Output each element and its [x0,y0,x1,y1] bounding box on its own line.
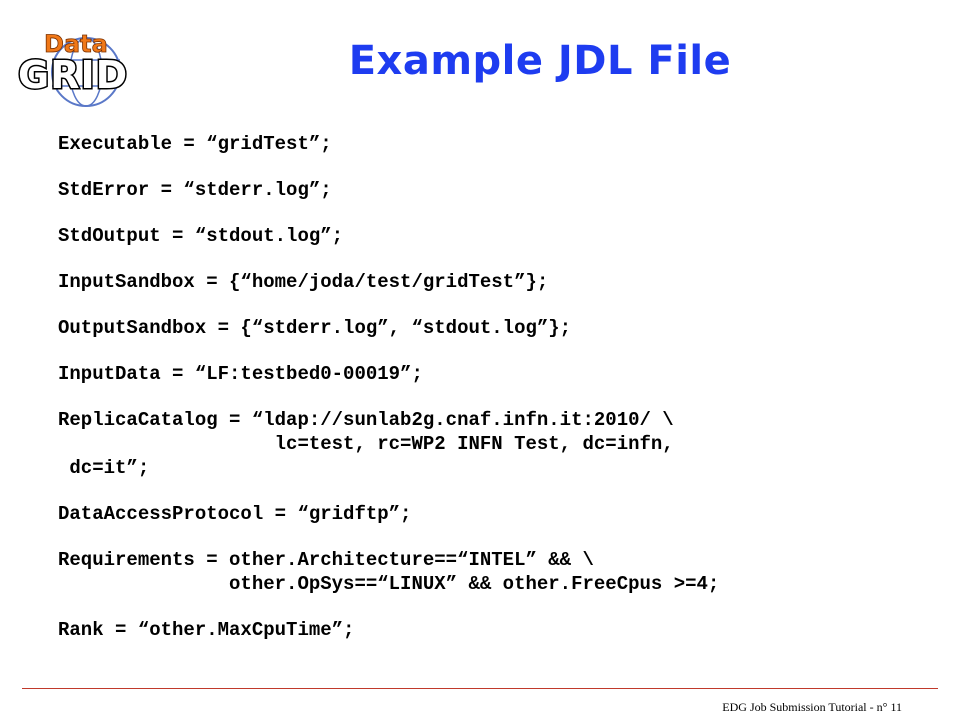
footer-text: EDG Job Submission Tutorial - n° 11 [722,700,902,714]
jdl-line-data-access-protocol: DataAccessProtocol = “gridftp”; [58,503,412,525]
jdl-line-rank: Rank = “other.MaxCpuTime”; [58,619,355,641]
jdl-line-output-sandbox: OutputSandbox = {“stderr.log”, “stdout.l… [58,317,572,339]
logo-text-grid: GRID [18,53,128,97]
jdl-line-stderr: StdError = “stderr.log”; [58,179,332,201]
footer-divider [22,688,938,689]
slide-title: Example JDL File [348,38,732,84]
jdl-line-stdout: StdOutput = “stdout.log”; [58,225,344,247]
datagrid-logo-graphic: Data GRID [17,30,129,107]
jdl-line-requirements-1: Requirements = other.Architecture==“INTE… [58,549,594,571]
datagrid-logo: Data GRID [14,28,154,108]
jdl-line-input-sandbox: InputSandbox = {“home/joda/test/gridTest… [58,271,549,293]
jdl-line-input-data: InputData = “LF:testbed0-00019”; [58,363,423,385]
jdl-line-replica-catalog-2: lc=test, rc=WP2 INFN Test, dc=infn, [58,433,674,455]
globe-meridian [69,37,103,107]
jdl-line-replica-catalog-1: ReplicaCatalog = “ldap://sunlab2g.cnaf.i… [58,409,674,431]
jdl-code-block: Executable = “gridTest”; StdError = “std… [58,132,938,664]
jdl-line-requirements-2: other.OpSys==“LINUX” && other.FreeCpus >… [58,573,720,595]
jdl-line-executable: Executable = “gridTest”; [58,133,332,155]
logo-text-data: Data [44,30,108,58]
jdl-line-replica-catalog-3: dc=it”; [58,457,150,479]
